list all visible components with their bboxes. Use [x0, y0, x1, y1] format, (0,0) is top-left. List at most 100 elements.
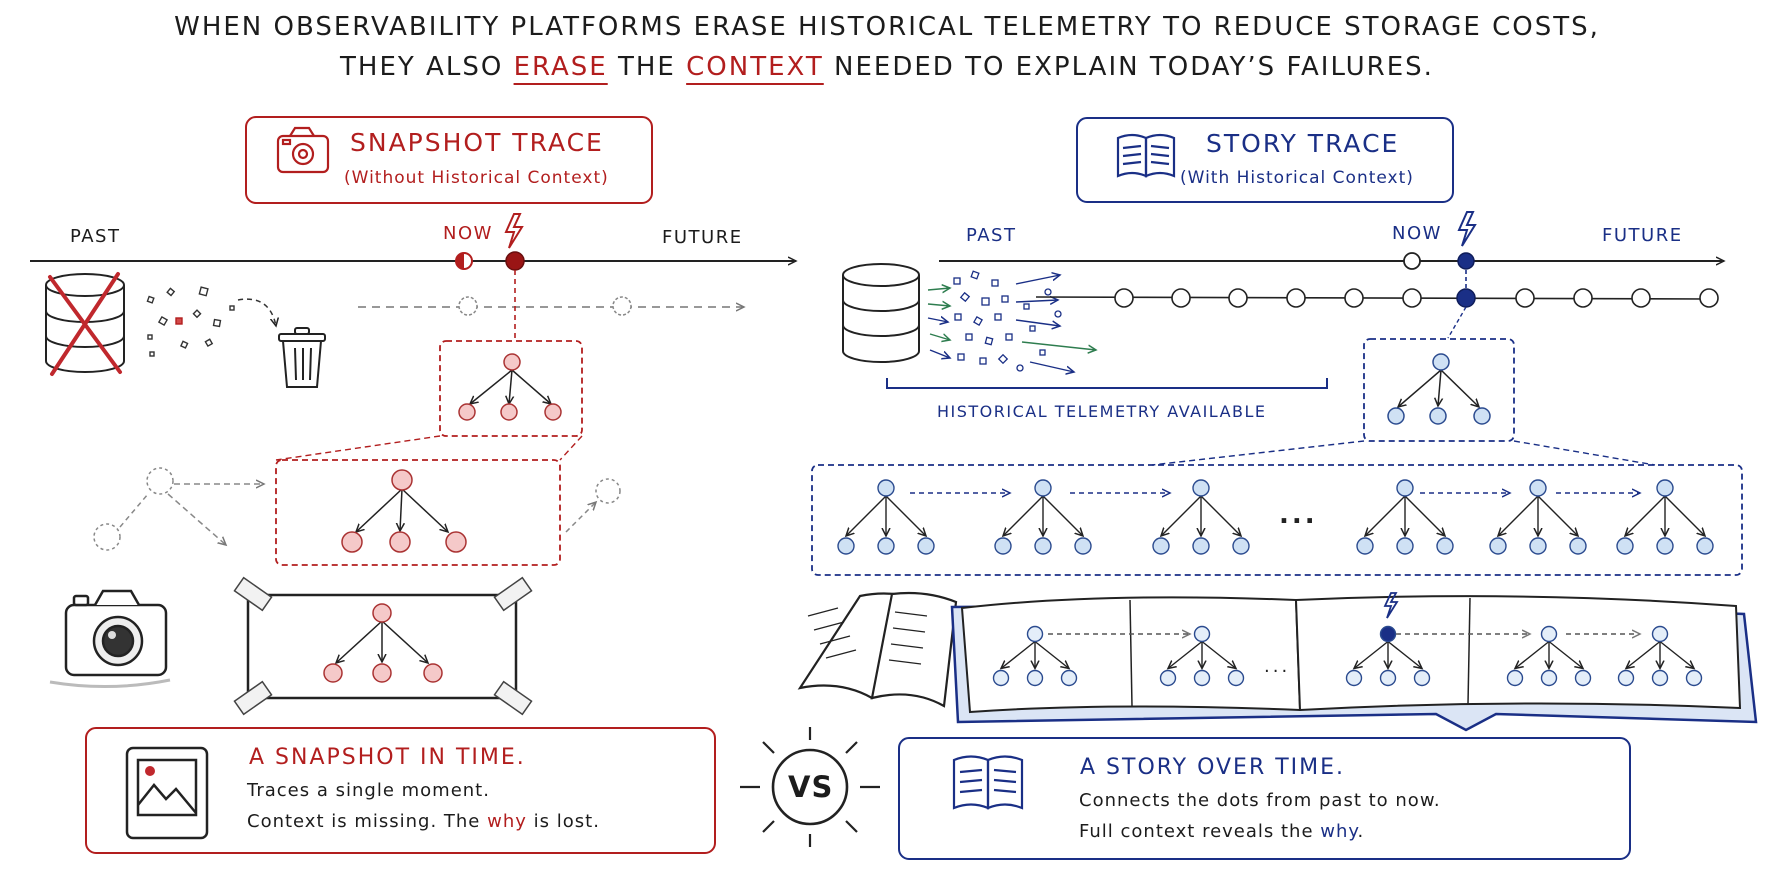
book-sequence-trees [992, 625, 1703, 687]
snapshot-small-tree [458, 353, 562, 421]
trace-node [992, 669, 1010, 687]
trace-node [1193, 625, 1211, 643]
trace-node [1396, 479, 1414, 497]
trace-node [1656, 479, 1674, 497]
trace-node [1489, 537, 1507, 555]
zoom-connector [1513, 440, 1656, 466]
focus-link [1447, 306, 1467, 339]
faded-surroundings [93, 467, 621, 551]
story-caption-box [898, 737, 1631, 860]
photo-tree [323, 603, 443, 683]
headline-text: NEEDED TO EXPLAIN TODAY’S FAILURES. [834, 52, 1434, 82]
story-title: STORY TRACE [1206, 129, 1400, 158]
story-past-label: PAST [966, 225, 1017, 246]
caption-line: Full context reveals the why. [1079, 816, 1441, 847]
trace-node [1193, 669, 1211, 687]
snapshot-zoom-box [275, 459, 561, 566]
caption-text: Context is missing. The [247, 811, 481, 832]
to-trash-arrow [237, 298, 276, 326]
trace-node [1540, 625, 1558, 643]
story-focus-box [1363, 338, 1515, 442]
trace-node [1379, 625, 1397, 643]
open-story-book [950, 595, 1758, 732]
trace-node [1379, 669, 1397, 687]
story-sequence-box [811, 464, 1743, 576]
erased-x-icon [48, 272, 122, 376]
trace-node [1026, 669, 1044, 687]
historical-telemetry-label: HISTORICAL TELEMETRY AVAILABLE [937, 402, 1267, 421]
now-marker-half [455, 252, 473, 270]
book-sketch-icon [797, 591, 958, 708]
trace-node [1074, 537, 1092, 555]
story-subtitle: (With Historical Context) [1180, 168, 1414, 188]
story-now-node [1456, 288, 1476, 308]
picture-icon [125, 746, 209, 840]
trace-node [1413, 669, 1431, 687]
lightning-icon [504, 213, 524, 249]
headline-line2: THEY ALSO ERASE THE CONTEXT NEEDED TO EX… [0, 52, 1774, 82]
snapshot-subtitle: (Without Historical Context) [344, 168, 609, 188]
trace-node [1345, 669, 1363, 687]
story-sequence-trees [837, 479, 1714, 555]
trace-node [1540, 669, 1558, 687]
trace-tree [1356, 479, 1454, 555]
headline-context: CONTEXT [686, 52, 824, 82]
snapshot-past-label: PAST [70, 226, 121, 247]
snapshot-caption-title: A SNAPSHOT IN TIME. [249, 745, 526, 770]
trace-tree [1506, 625, 1592, 687]
trace-node [1506, 669, 1524, 687]
trace-node [1616, 537, 1634, 555]
scattered-fragments [146, 286, 235, 357]
camera-sketch-icon [64, 589, 168, 677]
trace-node [1192, 537, 1210, 555]
story-caption-text: Connects the dots from past to now. Full… [1079, 785, 1441, 847]
book-icon [952, 755, 1024, 810]
historical-bracket [886, 378, 1328, 389]
snapshot-future-label: FUTURE [662, 227, 743, 248]
headline-erase: ERASE [513, 52, 608, 82]
trace-node [877, 479, 895, 497]
trash-icon [278, 327, 326, 388]
why-highlight: why [487, 811, 527, 832]
story-small-tree [1387, 353, 1491, 425]
trace-node [1574, 669, 1592, 687]
trace-node [1396, 537, 1414, 555]
trace-node [1685, 669, 1703, 687]
story-now-label: NOW [1392, 223, 1442, 244]
trace-node [1232, 537, 1250, 555]
trace-node [1356, 537, 1374, 555]
trace-node [994, 537, 1012, 555]
trace-node [1152, 537, 1170, 555]
photo-tape [233, 576, 533, 716]
snapshot-large-tree [341, 469, 467, 553]
snapshot-now-label: NOW [443, 223, 493, 244]
trace-tree [1159, 625, 1245, 687]
snapshot-caption-box [85, 727, 716, 854]
telemetry-stream [927, 275, 1096, 372]
trace-node [1026, 625, 1044, 643]
trace-node [917, 537, 935, 555]
why-highlight: why [1320, 821, 1358, 842]
trace-node [1617, 669, 1635, 687]
zoom-connector [559, 435, 583, 461]
now-event-dot [1457, 252, 1475, 270]
shadow [49, 678, 171, 689]
faded-node [458, 296, 478, 316]
zoom-connector [1151, 440, 1365, 466]
trace-node [837, 537, 855, 555]
now-marker [1403, 252, 1421, 270]
story-chain-line [1035, 296, 1711, 300]
caption-text: is lost. [533, 811, 600, 832]
story-future-label: FUTURE [1602, 225, 1683, 246]
trace-tree [1617, 625, 1703, 687]
snapshot-caption-text: Traces a single moment. Context is missi… [247, 775, 600, 837]
sequence-ellipsis: ... [1279, 500, 1318, 530]
lightning-icon [1457, 211, 1477, 247]
caption-line: Traces a single moment. [247, 780, 490, 801]
trace-node [1656, 537, 1674, 555]
faded-node [612, 296, 632, 316]
now-event-dot [505, 251, 525, 271]
trace-node [1651, 669, 1669, 687]
trace-tree [1152, 479, 1250, 555]
